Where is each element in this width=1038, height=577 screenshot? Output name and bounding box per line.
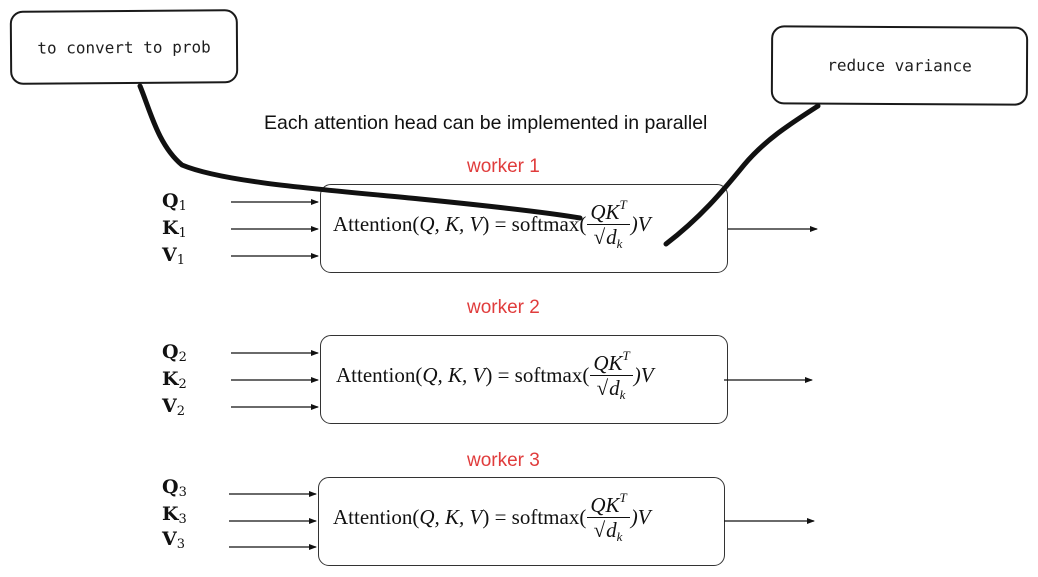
input-q3: Q3 [162, 476, 187, 500]
input-k3: K3 [162, 503, 187, 527]
attention-formula-3: Attention(Q, K, V) = softmax( QKT √dk )V [333, 490, 651, 545]
attention-formula-2: Attention(Q, K, V) = softmax( QKT √dk )V [336, 348, 654, 403]
attention-head-box-3 [318, 477, 725, 566]
annotation-note-convert: to convert to prob [9, 9, 239, 85]
annotation-text-convert: to convert to prob [37, 36, 211, 58]
input-q1: Q1 [162, 190, 187, 214]
annotation-note-variance: reduce variance [770, 25, 1029, 106]
diagram-title: Each attention head can be implemented i… [264, 112, 708, 134]
input-v3: V3 [162, 528, 186, 552]
worker-label-3: worker 3 [467, 450, 540, 471]
input-k1: K1 [162, 217, 187, 241]
input-q2: Q2 [162, 341, 187, 365]
attention-formula-1: Attention(Q, K, V) = softmax( QKT √dk )V [333, 197, 651, 252]
input-k2: K2 [162, 368, 187, 392]
annotation-text-variance: reduce variance [827, 55, 972, 76]
attention-head-box-2 [320, 335, 728, 424]
input-v2: V2 [162, 395, 186, 419]
worker-label-1: worker 1 [467, 156, 540, 177]
worker-label-2: worker 2 [467, 297, 540, 318]
input-v1: V1 [162, 244, 186, 268]
